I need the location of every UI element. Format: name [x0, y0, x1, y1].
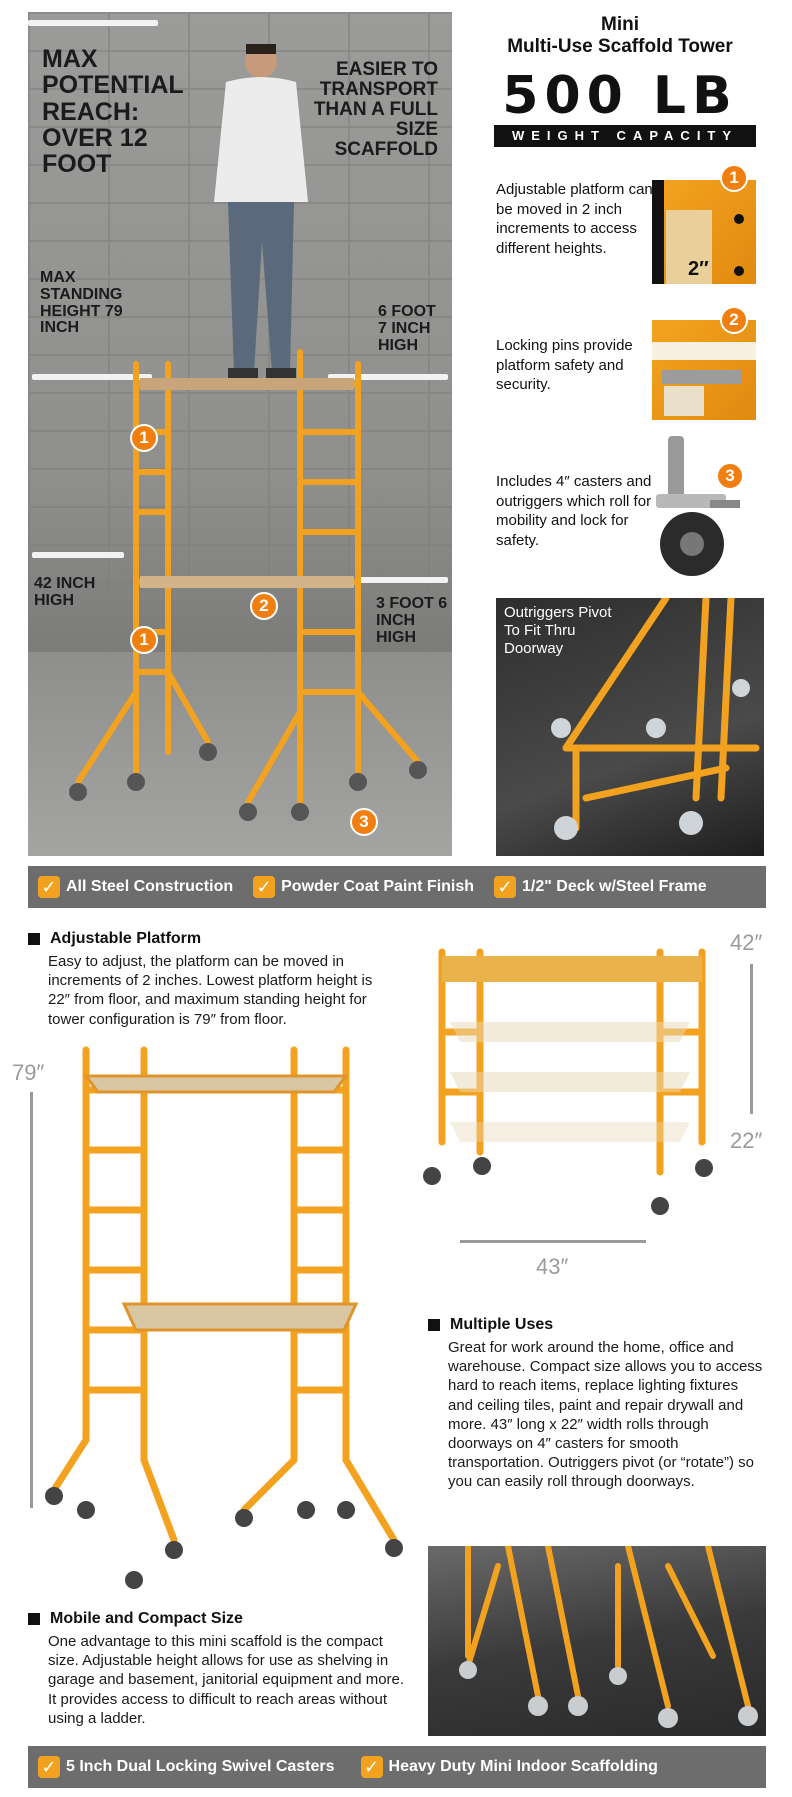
width-43-label: 43″ [536, 1254, 569, 1279]
multiple-uses-title: Multiple Uses [428, 1316, 553, 1334]
check-icon: ✓ [494, 876, 517, 898]
outriggers-pivot-photo: Outriggers Pivot To Fit Thru Doorway [496, 598, 764, 856]
callout-badge-1: 1 [130, 424, 158, 452]
three-foot-text: 3 FOOT 6 INCH HIGH [376, 595, 448, 646]
height-42-label: 42″ [730, 930, 763, 955]
mobile-body: One advantage to this mini scaffold is t… [48, 1633, 405, 1727]
three-foot-line [358, 577, 448, 583]
feature-2-thumbnail [652, 320, 756, 420]
reach-line [28, 20, 158, 26]
max-standing-text: MAX STANDING HEIGHT 79 INCH [40, 269, 123, 337]
check-icon: ✓ [38, 876, 60, 898]
feature-1-badge: 1 [720, 164, 748, 192]
caster-wheel-image [656, 436, 740, 576]
feature-2-text: Locking pins provide platform safety and… [496, 337, 633, 393]
height-range-arrow [750, 964, 753, 1114]
increment-label: 2″ [688, 258, 709, 280]
callout-badge-1-lower: 1 [130, 626, 158, 654]
height-79-label: 79″ [12, 1060, 45, 1085]
title-line-2: Multi-Use Scaffold Tower [507, 35, 733, 57]
short-scaffold-image [423, 948, 713, 1215]
title-line-1: Mini [601, 14, 639, 35]
width-43-arrow [460, 1240, 646, 1243]
hero-photo: MAX POTENTIAL REACH: OVER 12 FOOT EASIER… [28, 12, 452, 856]
scaffold-with-man-illustration [69, 44, 427, 821]
mobile-title: Mobile and Compact Size [28, 1610, 243, 1628]
casters-closeup-photo [428, 1546, 766, 1736]
bar-item-label: All Steel Construction [66, 878, 234, 895]
bar-item-deck: ✓ 1/2" Deck w/Steel Frame [484, 876, 707, 898]
bar-item-label: 1/2" Deck w/Steel Frame [522, 878, 707, 895]
forty-two-line [32, 552, 124, 558]
capacity-label: WEIGHT CAPACITY [494, 125, 756, 147]
bar-item-heavy-duty: ✓ Heavy Duty Mini Indoor Scaffolding [351, 1756, 658, 1778]
callout-badge-3: 3 [350, 808, 378, 836]
adjustable-body: Easy to adjust, the platform can be move… [48, 953, 373, 1028]
max-reach-text: MAX POTENTIAL REACH: OVER 12 FOOT [42, 45, 184, 178]
bullet-square [28, 933, 40, 945]
six-foot-text: 6 FOOT 7 INCH HIGH [378, 303, 436, 354]
bar-item-steel: ✓ All Steel Construction [28, 876, 233, 898]
standing-line [32, 374, 152, 380]
feature-1-thumbnail: 2″ [652, 180, 756, 284]
bar-item-label: 5 Inch Dual Locking Swivel Casters [66, 1758, 335, 1775]
adjustable-title: Adjustable Platform [28, 930, 201, 948]
capacity-value: 500 LB [502, 66, 738, 126]
check-icon: ✓ [253, 876, 276, 898]
height-79-arrow [30, 1092, 33, 1508]
check-icon: ✓ [38, 1756, 60, 1778]
feature-2-badge: 2 [720, 306, 748, 334]
product-title: Mini Multi-Use Scaffold Tower [470, 14, 770, 58]
adjustable-title-text: Adjustable Platform [50, 930, 202, 947]
callout-badge-2: 2 [250, 592, 278, 620]
easier-text: EASIER TO TRANSPORT THAN A FULL SIZE SCA… [313, 59, 438, 160]
pivot-caption: Outriggers Pivot To Fit Thru Doorway [504, 604, 612, 657]
mobile-title-text: Mobile and Compact Size [50, 1610, 243, 1627]
feature-3-text: Includes 4″ casters and outriggers which… [496, 473, 652, 549]
feature-1-text: Adjustable platform can be moved in 2 in… [496, 181, 653, 257]
feature-bar-bottom: ✓ 5 Inch Dual Locking Swivel Casters ✓ H… [28, 1746, 766, 1788]
forty-two-text: 42 INCH HIGH [34, 575, 96, 609]
bullet-square [28, 1613, 40, 1625]
bullet-square [428, 1319, 440, 1331]
tall-scaffold-image [45, 1046, 403, 1589]
check-icon: ✓ [360, 1756, 383, 1778]
bar-item-paint: ✓ Powder Coat Paint Finish [243, 876, 474, 898]
multiple-uses-body: Great for work around the home, office a… [448, 1339, 763, 1491]
feature-3-badge: 3 [716, 462, 744, 490]
six-foot-line [328, 374, 448, 380]
man-figure [214, 44, 308, 378]
feature-bar-top: ✓ All Steel Construction ✓ Powder Coat P… [28, 866, 766, 908]
multiple-uses-title-text: Multiple Uses [450, 1316, 554, 1333]
height-22-label: 22″ [730, 1128, 763, 1153]
bar-item-label: Heavy Duty Mini Indoor Scaffolding [388, 1758, 658, 1775]
bar-item-label: Powder Coat Paint Finish [281, 878, 475, 895]
bar-item-casters: ✓ 5 Inch Dual Locking Swivel Casters [28, 1756, 335, 1778]
